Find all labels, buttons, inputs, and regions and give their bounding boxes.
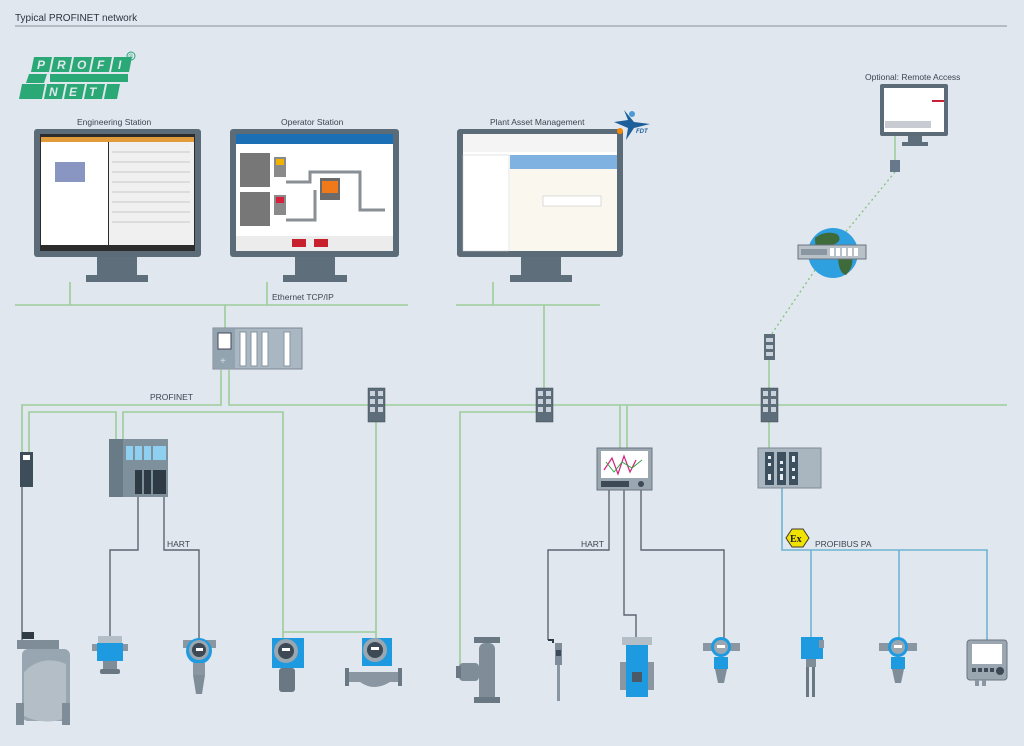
svg-text:+: + [220, 356, 226, 367]
page-title: Typical PROFINET network [15, 13, 138, 24]
logo-letter: F [97, 58, 105, 72]
profinet-label: PROFINET [150, 392, 193, 402]
data-manager-recorder[interactable] [596, 447, 653, 491]
vibronic-level-switch[interactable] [801, 637, 824, 697]
internet-link-upper [834, 171, 896, 246]
engineering-station-label: Engineering Station [77, 117, 151, 127]
logo-letter: T [89, 85, 98, 99]
hart-label-right: HART [581, 539, 604, 549]
svg-text:FDT: FDT [636, 129, 649, 135]
profibus-pa-label: PROFIBUS PA [815, 539, 872, 549]
ethernet-label: Ethernet TCP/IP [272, 292, 334, 302]
engineering-station[interactable]: Engineering Station [34, 117, 201, 282]
registered-mark: ® [129, 54, 134, 61]
frequency-drive[interactable] [20, 452, 33, 487]
temperature-sensor[interactable] [548, 639, 562, 701]
operator-station[interactable]: Operator Station [230, 117, 399, 282]
svg-text:Ex: Ex [790, 534, 802, 545]
coriolis-flowmeter[interactable] [345, 638, 402, 687]
network-switch[interactable] [367, 387, 386, 423]
remote-router [890, 160, 900, 172]
remote-access-label: Optional: Remote Access [865, 72, 960, 82]
logo-letter: N [49, 85, 58, 99]
fdt-logo: FDT [614, 110, 650, 140]
pressure-transmitter[interactable] [703, 637, 740, 683]
remote-io-station[interactable] [109, 439, 168, 497]
asset-management-station[interactable]: Plant Asset Management [457, 117, 623, 282]
operator-station-label: Operator Station [281, 117, 344, 127]
logo-letter: E [69, 85, 78, 99]
electromagnetic-flowmeter[interactable] [620, 637, 654, 697]
display-unit[interactable] [966, 639, 1008, 686]
profinet-logo: P R O F I N E T ® [19, 51, 136, 99]
internet-globe [797, 228, 867, 278]
internet-link-lower [770, 269, 816, 336]
radar-level-transmitter[interactable] [183, 638, 216, 694]
pressure-transmitter-pa[interactable] [879, 637, 917, 683]
level-radar-tank[interactable] [16, 632, 70, 725]
ex-badge: Ex [785, 528, 810, 548]
ethernet-lines [15, 282, 600, 390]
asset-management-label: Plant Asset Management [490, 117, 585, 127]
flow-transmitter[interactable] [272, 638, 304, 692]
profinet-lines [21, 360, 1007, 670]
firewall-router[interactable] [764, 334, 775, 360]
profibus-segment-coupler[interactable] [757, 447, 822, 489]
logo-letter: P [37, 58, 46, 72]
hart-label-left: HART [167, 539, 190, 549]
network-switch[interactable] [535, 387, 554, 423]
network-switch[interactable] [760, 387, 779, 423]
pump[interactable] [456, 637, 500, 703]
level-switch[interactable] [92, 636, 128, 674]
logo-letter: O [77, 58, 87, 72]
profibus-pa-lines [781, 488, 988, 640]
remote-access-station[interactable]: Optional: Remote Access [865, 72, 960, 172]
logo-letter: I [118, 58, 122, 72]
hart-lines [21, 487, 725, 645]
logo-letter: R [57, 58, 66, 72]
plc-controller[interactable]: + [212, 327, 303, 370]
